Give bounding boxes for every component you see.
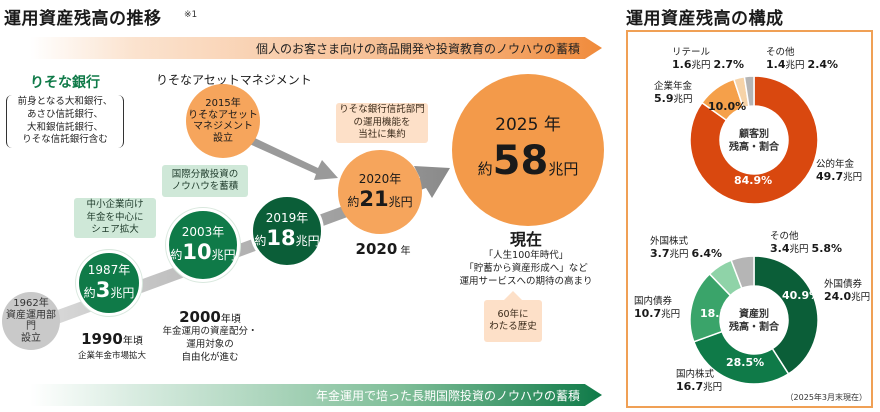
label-customer-other: その他 1.4兆円 2.4% bbox=[766, 47, 839, 71]
milestone-2015: 2015年 りそなアセット マネジメント 設立 bbox=[186, 84, 260, 158]
era-now: 現在 「人生100年時代」 「貯蓄から資産形成へ」など 運用サービスへの期待の高… bbox=[459, 230, 593, 287]
era-1990: 1990年頃 企業年金市場拡大 bbox=[77, 330, 146, 361]
resona-history-line: りそな信託銀行含む bbox=[22, 134, 108, 146]
info-box-pointer bbox=[503, 291, 523, 301]
banner-bottom: 年金運用で培った長期国際投資のノウハウの蓄積 bbox=[30, 384, 602, 406]
ram-label: りそなアセットマネジメント bbox=[156, 73, 312, 87]
resona-bank-history: 前身となる大和銀行、 あさひ信託銀行、 大和銀信託銀行、 りそな信託銀行含む bbox=[6, 95, 124, 149]
resona-history-line: あさひ信託銀行、 bbox=[26, 108, 103, 120]
label-public-pension: 公的年金 49.7兆円 bbox=[816, 159, 863, 183]
resona-bank-title: りそな銀行 bbox=[30, 75, 100, 91]
pct-domestic-bond: 18.3% bbox=[700, 307, 739, 320]
customer-slice-0 bbox=[689, 75, 819, 205]
asset-donut bbox=[689, 255, 819, 385]
info-box-history: 60年にわたる歴史 bbox=[484, 300, 542, 342]
milestone-1962: 1962年 資産運用部門 設立 bbox=[2, 292, 60, 350]
label-asset-other: その他 3.4兆円 5.8% bbox=[770, 231, 843, 255]
info-box-1987: 中小企業向け年金を中心にシェア拡大 bbox=[74, 198, 156, 238]
asset-slice-1 bbox=[692, 330, 790, 385]
customer-slice-3 bbox=[743, 75, 755, 108]
label-domestic-bond: 国内債券 10.7兆円 bbox=[634, 296, 681, 320]
milestone-2003: 2003年 約10兆円 bbox=[166, 208, 240, 282]
label-corp-pension: 企業年金 5.9兆円 bbox=[654, 81, 693, 105]
banner-top: 個人のお客さま向けの商品開発や投資教育のノウハウの蓄積 bbox=[30, 37, 602, 59]
customer-donut bbox=[689, 75, 819, 205]
pct-corp-pension: 10.0% bbox=[708, 100, 747, 113]
merge-arrow bbox=[236, 130, 338, 180]
label-retail: リテール 1.6兆円 2.7% bbox=[672, 47, 745, 71]
asset-center-label: 資産別残高・割合 bbox=[729, 309, 779, 333]
customer-center-label: 顧客別残高・割合 bbox=[729, 129, 779, 153]
title-note: ※1 bbox=[184, 10, 198, 20]
label-foreign-stock: 外国株式 3.7兆円 6.4% bbox=[650, 236, 723, 260]
milestone-2019: 2019年 約18兆円 bbox=[250, 194, 324, 268]
pct-public-pension: 84.9% bbox=[734, 174, 773, 187]
banner-top-text: 個人のお客さま向けの商品開発や投資教育のノウハウの蓄積 bbox=[255, 41, 580, 56]
label-domestic-stock: 国内株式 16.7兆円 bbox=[676, 369, 723, 393]
resona-history-line: 前身となる大和銀行、 bbox=[17, 96, 113, 107]
footnote: （2025年3月末現在） bbox=[785, 393, 867, 402]
asset-slice-4 bbox=[730, 255, 755, 290]
info-box-2003: 国際分散投資のノウハウを蓄積 bbox=[162, 165, 248, 197]
info-box-2020: りそな銀行信託部門の運用機能を当社に集約 bbox=[336, 103, 428, 143]
composition-title: 運用資産残高の構成 bbox=[626, 9, 784, 29]
page-title: 運用資産残高の推移 bbox=[4, 9, 162, 29]
resona-history-line: 大和銀信託銀行、 bbox=[26, 121, 103, 133]
asset-slice-0 bbox=[753, 255, 819, 375]
pct-foreign-bond: 40.9% bbox=[782, 289, 821, 302]
banner-bottom-text: 年金運用で培った長期国際投資のノウハウの蓄積 bbox=[315, 388, 580, 403]
label-foreign-bond: 外国債券 24.0兆円 bbox=[824, 279, 871, 303]
pct-domestic-stock: 28.5% bbox=[726, 356, 765, 369]
milestone-2025: 2025 年 約58兆円 bbox=[452, 74, 604, 226]
composition-panel: 顧客別残高・割合 リテール 1.6兆円 2.7% その他 1.4兆円 2.4% … bbox=[626, 30, 873, 408]
resona-bank-block: りそな銀行 前身となる大和銀行、 あさひ信託銀行、 大和銀信託銀行、 りそな信託… bbox=[6, 72, 124, 149]
milestone-2020: 2020年 約21兆円 bbox=[338, 150, 422, 234]
milestone-1987: 1987年 約3兆円 bbox=[76, 250, 142, 316]
era-2000: 2000年頃 年金運用の資産配分・ 運用対象の 自由化が進む bbox=[162, 308, 258, 363]
era-2020: 2020 年 bbox=[355, 240, 411, 258]
